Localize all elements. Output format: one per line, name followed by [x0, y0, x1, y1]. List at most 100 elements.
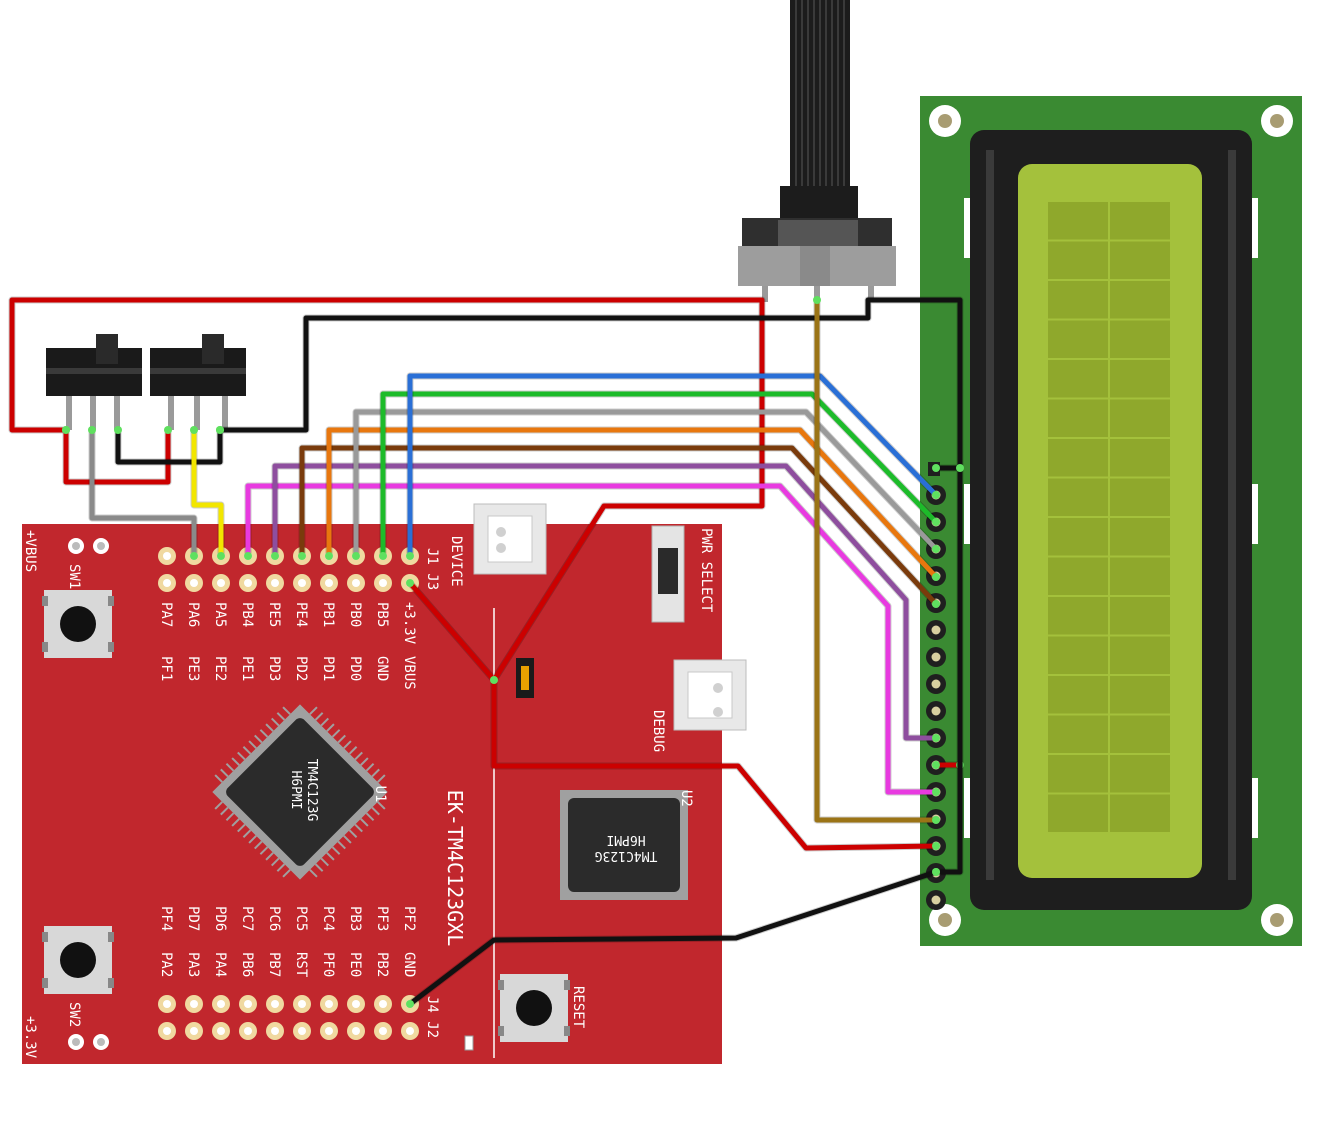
wire-red-trunk [491, 677, 939, 851]
pin-label: PF4 [158, 906, 174, 931]
pin-label: PB2 [374, 952, 390, 977]
wire-endpoint [932, 600, 940, 608]
sw2-button[interactable] [42, 926, 114, 994]
wire-endpoint [813, 296, 821, 304]
wire-purple [272, 463, 939, 741]
wire-brown [299, 445, 939, 607]
usb-device-connector[interactable] [473, 503, 547, 575]
board-name: EK-TM4C123GXL [443, 790, 467, 947]
pin-label: PB0 [347, 602, 363, 627]
lcd-char-cell [1048, 597, 1108, 635]
wire-olive [814, 297, 939, 823]
wire-green [380, 391, 939, 559]
u1-marking-1: TM4C123G [304, 759, 319, 822]
wire-black-switch [115, 427, 223, 465]
slide-switch-2[interactable] [150, 334, 246, 430]
wire-endpoint [298, 552, 306, 560]
u2-ref: U2 [678, 790, 694, 807]
wire-endpoint [932, 545, 940, 553]
lcd-char-cell [1048, 636, 1108, 674]
wire-endpoint [932, 788, 940, 796]
wire-endpoint [932, 573, 940, 581]
lcd-char-cell [1110, 281, 1170, 319]
wire-endpoint [956, 464, 964, 472]
wire-endpoint [932, 761, 940, 769]
lcd-character-grid [1048, 202, 1170, 832]
wire-endpoint [190, 426, 198, 434]
pin-label: PE4 [293, 602, 309, 627]
lcd-char-cell [1048, 715, 1108, 753]
pin-label: GND [374, 656, 390, 681]
lcd-char-cell [1048, 241, 1108, 279]
debug-label: DEBUG [650, 710, 666, 752]
pin-label: PA3 [185, 952, 201, 977]
wire-blue [407, 373, 939, 559]
wire-grey [89, 427, 197, 559]
pin-label: PB3 [347, 906, 363, 931]
wire-endpoint [216, 426, 224, 434]
u2-marking-1: TM4C123G [595, 848, 658, 863]
lcd-char-cell [1048, 676, 1108, 714]
pin-label: PA6 [185, 602, 201, 627]
pin-label: PB6 [239, 952, 255, 977]
lcd-module [920, 96, 1302, 946]
wire-endpoint [244, 552, 252, 560]
lcd-char-cell [1110, 557, 1170, 595]
pin-label: RST [293, 952, 309, 978]
slide-switch-1[interactable] [46, 334, 142, 430]
wire-endpoint [932, 868, 940, 876]
pin-label: PC4 [320, 906, 336, 931]
pin-label: +3.3V [401, 602, 417, 645]
wire-light-grey [353, 409, 939, 559]
jumper[interactable] [516, 658, 534, 698]
wire-endpoint [406, 579, 414, 587]
pin-label: PE0 [347, 952, 363, 977]
pwr-select-label: PWR SELECT [698, 528, 714, 613]
pin-label: GND [401, 952, 417, 977]
power-select-switch[interactable] [651, 525, 685, 623]
wire-endpoint [164, 426, 172, 434]
power-pads-bottom [68, 1034, 109, 1050]
sw1-button[interactable] [42, 590, 114, 658]
v33-label: +3.3V [22, 1016, 38, 1059]
wire-endpoint [114, 426, 122, 434]
lcd-char-cell [1048, 755, 1108, 793]
reset-button[interactable] [498, 974, 570, 1042]
lcd-char-cell [1048, 360, 1108, 398]
pin-label: PA4 [212, 952, 228, 977]
header-ref-bottom: J4 J2 [424, 996, 440, 1038]
lcd-char-cell [1048, 557, 1108, 595]
wire-endpoint [88, 426, 96, 434]
lcd-char-cell [1110, 597, 1170, 635]
lcd-char-cell [1110, 676, 1170, 714]
potentiometer[interactable] [738, 0, 896, 302]
wire-endpoint [932, 518, 940, 526]
lcd-char-cell [1110, 399, 1170, 437]
u1-marking-2: H6PMI [288, 770, 303, 809]
pin-label: PB4 [239, 602, 255, 627]
wire-red-top [9, 297, 765, 683]
wire-black-top [217, 297, 963, 875]
lcd-char-cell [1110, 518, 1170, 556]
wire-endpoint [932, 842, 940, 850]
wire-endpoint [325, 552, 333, 560]
lcd-char-cell [1048, 399, 1108, 437]
pin-label: PC7 [239, 906, 255, 931]
wire-endpoint [932, 734, 940, 742]
wire-endpoint [932, 491, 940, 499]
pin-label: PF2 [401, 906, 417, 931]
wire-endpoint [271, 552, 279, 560]
pin-label: PB1 [320, 602, 336, 627]
usb-debug-connector[interactable] [673, 659, 747, 731]
u2-chip [560, 790, 688, 900]
wire-orange [326, 427, 939, 580]
lcd-char-cell [1110, 478, 1170, 516]
pin-label: PE5 [266, 602, 282, 627]
lcd-char-cell [1110, 202, 1170, 240]
pin-label: PB5 [374, 602, 390, 627]
lcd-char-cell [1048, 320, 1108, 358]
power-pads-top [68, 538, 109, 554]
wire-endpoint [62, 426, 70, 434]
lcd-char-cell [1110, 439, 1170, 477]
